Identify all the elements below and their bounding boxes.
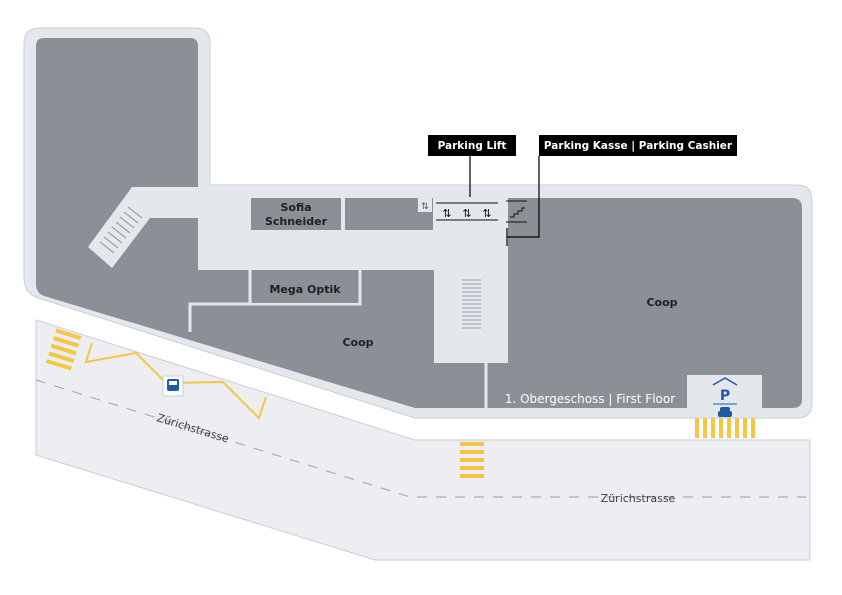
parking-cashier-label: Parking Kasse | Parking Cashier	[544, 140, 733, 152]
bus-stop-icon	[162, 375, 184, 397]
coop-left-label: Coop	[342, 336, 373, 349]
restroom-box	[418, 198, 432, 212]
shop-sofia-schneider[interactable]	[251, 198, 341, 230]
crosswalk-left	[45, 328, 82, 371]
shop-walls	[188, 270, 488, 408]
corridor-stripes	[462, 279, 481, 329]
crosswalk-icon	[695, 418, 755, 438]
parking-cashier-callout	[539, 135, 737, 156]
ramp-corridor	[88, 187, 200, 268]
elevator-icon: ⇅ ⇅ ⇅	[436, 202, 498, 221]
road-area	[35, 319, 811, 561]
coop-right-label: Coop	[646, 296, 677, 309]
ramp-stripes	[99, 206, 143, 254]
parking-lift-label: Parking Lift	[438, 140, 507, 152]
sofia-label-1: Sofia	[280, 201, 311, 214]
restroom-icon: ⇅	[421, 202, 429, 212]
road-centerline	[35, 379, 806, 498]
svg-text:⇅: ⇅	[462, 207, 471, 220]
shop-mega-optik[interactable]	[252, 272, 358, 303]
crosswalk-middle	[460, 442, 484, 478]
parking-icon: P	[720, 388, 730, 404]
svg-text:⇅: ⇅	[482, 207, 491, 220]
parking-lift-callout	[428, 135, 516, 156]
parking-cashier-leader	[507, 156, 540, 238]
floor-label: 1. Obergeschoss | First Floor	[505, 392, 675, 406]
car-icon	[718, 407, 732, 417]
parking-roof-icon	[712, 377, 738, 386]
sofia-label-2: Schneider	[265, 215, 328, 228]
street-label-right: Zürichstrasse	[601, 492, 676, 505]
svg-text:⇅: ⇅	[442, 207, 451, 220]
stairs-icon	[506, 200, 527, 223]
mega-optik-label: Mega Optik	[269, 283, 341, 296]
